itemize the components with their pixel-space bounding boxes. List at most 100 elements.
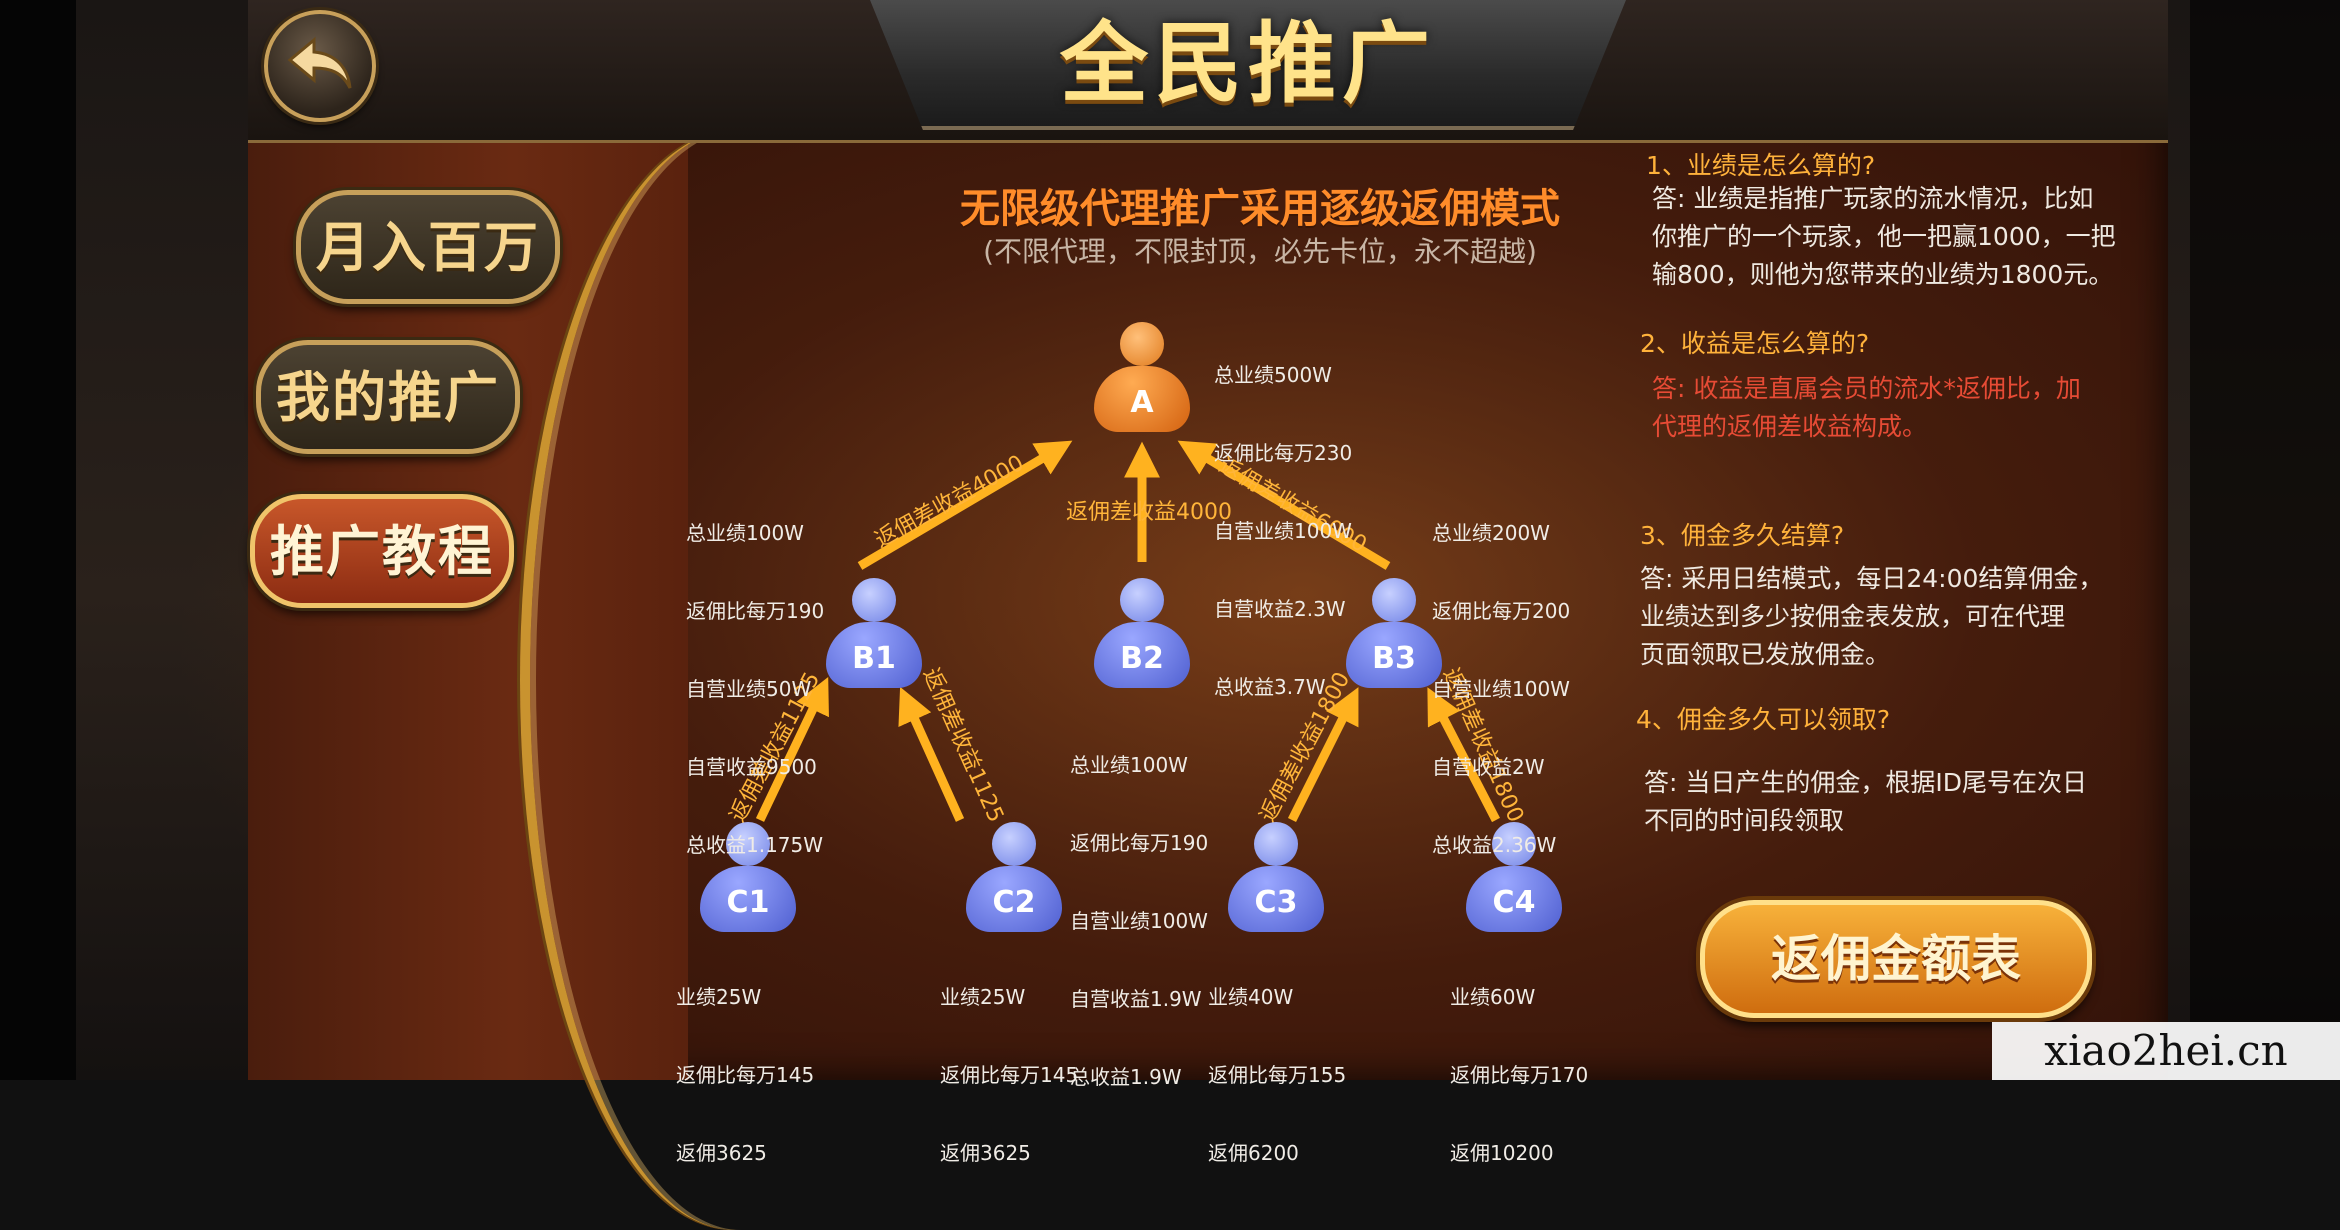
stat-line: 返佣比每万190 — [1070, 831, 1209, 855]
arrow-label-b2-a: 返佣差收益4000 — [1066, 500, 1232, 525]
gold-arc-divider — [520, 130, 950, 1230]
node-a: A — [1094, 322, 1190, 432]
user-head-icon — [852, 578, 896, 622]
node-c3: C3 — [1228, 822, 1324, 932]
stat-line: 返佣6200 — [1208, 1141, 1299, 1165]
arrow-c4-b3 — [1427, 687, 1500, 823]
node-c2-stats: 业绩25W 返佣比每万145 返佣3625 — [940, 932, 1078, 1192]
node-c3-label: C3 — [1228, 866, 1324, 932]
stat-line: 自营业绩100W — [1070, 909, 1208, 933]
node-b1-stats: 总业绩100W 返佣比每万190 自营业绩50W 自营收益9500 总收益1.1… — [686, 468, 824, 884]
user-head-icon — [992, 822, 1036, 866]
node-c4: C4 — [1466, 822, 1562, 932]
faq-answer-4: 答: 当日产生的佣金，根据ID尾号在次日 不同的时间段领取 — [1644, 764, 2164, 840]
faq-answer-line: 答: 当日产生的佣金，根据ID尾号在次日 — [1644, 768, 2087, 797]
stat-line: 自营收益2W — [1432, 755, 1545, 779]
stat-line: 总收益3.7W — [1214, 675, 1326, 699]
rebate-table-button[interactable]: 返佣金额表 — [1700, 900, 2092, 1018]
node-b3-label: B3 — [1346, 622, 1442, 688]
node-c1-label: C1 — [700, 866, 796, 932]
faq-answer-line: 页面领取已发放佣金。 — [1640, 640, 1891, 669]
node-b1-label: B1 — [826, 622, 922, 688]
user-head-icon — [1254, 822, 1298, 866]
stat-line: 返佣3625 — [676, 1141, 767, 1165]
arrows-layer — [755, 440, 1500, 823]
user-head-icon — [1120, 322, 1164, 366]
stat-line: 总业绩500W — [1214, 363, 1332, 387]
faq-answer-line: 输800，则他为您带来的业绩为1800元。 — [1652, 260, 2114, 289]
stat-line: 返佣比每万200 — [1432, 599, 1571, 623]
stat-line: 自营业绩100W — [1432, 677, 1570, 701]
stat-line: 返佣3625 — [940, 1141, 1031, 1165]
left-black-strip — [0, 0, 76, 1080]
stat-line: 返佣比每万145 — [940, 1063, 1079, 1087]
faq-question-3: 3、佣金多久结算? — [1640, 521, 1845, 550]
right-dark-strip — [2190, 0, 2340, 1080]
arrow-lines — [755, 440, 1500, 823]
back-button[interactable] — [264, 10, 376, 122]
arrow-c1-b1 — [755, 677, 829, 822]
faq-question-4: 4、佣金多久可以领取? — [1636, 705, 1891, 734]
arrow-c2-b1 — [898, 686, 965, 822]
page-title: 全民推广 — [1059, 11, 1436, 115]
stat-line: 自营收益2.3W — [1214, 597, 1346, 621]
stat-line: 总收益1.9W — [1070, 1065, 1182, 1089]
node-a-label: A — [1094, 366, 1190, 432]
faq-answer-line: 答: 收益是直属会员的流水*返佣比，加 — [1652, 374, 2081, 403]
faq-answer-line: 答: 业绩是指推广玩家的流水情况，比如 — [1652, 184, 2094, 213]
node-b2: B2 — [1094, 578, 1190, 688]
menu-promotion-tutorial[interactable]: 推广教程 — [250, 494, 514, 608]
faq-answer-2: 答: 收益是直属会员的流水*返佣比，加 代理的返佣差收益构成。 — [1652, 370, 2172, 446]
user-head-icon — [1120, 578, 1164, 622]
stat-line: 业绩25W — [676, 985, 762, 1009]
node-c2-label: C2 — [966, 866, 1062, 932]
stat-line: 业绩60W — [1450, 985, 1536, 1009]
faq-question-1: 1、业绩是怎么算的? — [1646, 151, 1876, 180]
faq-answer-line: 不同的时间段领取 — [1644, 806, 1845, 835]
stat-line: 总收益2.36W — [1432, 833, 1557, 857]
faq-answer-3: 答: 采用日结模式，每日24:00结算佣金， 业绩达到多少按佣金表发放，可在代理… — [1640, 560, 2160, 674]
user-head-icon — [1492, 822, 1536, 866]
node-c2: C2 — [966, 822, 1062, 932]
stat-line: 返佣比每万170 — [1450, 1063, 1589, 1087]
tutorial-subheadline: (不限代理，不限封顶，必先卡位，永不超越) — [983, 235, 1537, 268]
node-c1: C1 — [700, 822, 796, 932]
stat-line: 自营收益1.9W — [1070, 987, 1202, 1011]
stat-line: 业绩25W — [940, 985, 1026, 1009]
faq-answer-1: 答: 业绩是指推广玩家的流水情况，比如 你推广的一个玩家，他一把赢1000，一把… — [1652, 180, 2172, 294]
stat-line: 返佣比每万190 — [686, 599, 825, 623]
faq-answer-line: 代理的返佣差收益构成。 — [1652, 412, 1928, 441]
node-b2-label: B2 — [1094, 622, 1190, 688]
node-b3: B3 — [1346, 578, 1442, 688]
menu-my-promotion[interactable]: 我的推广 — [256, 340, 520, 454]
faq-question-2: 2、收益是怎么算的? — [1640, 329, 1870, 358]
user-head-icon — [726, 822, 770, 866]
stat-line: 返佣10200 — [1450, 1141, 1554, 1165]
stat-line: 总收益1.175W — [686, 833, 824, 857]
node-b2-stats: 总业绩100W 返佣比每万190 自营业绩100W 自营收益1.9W 总收益1.… — [1070, 700, 1208, 1116]
user-head-icon — [1372, 578, 1416, 622]
node-b3-stats: 总业绩200W 返佣比每万200 自营业绩100W 自营收益2W 总收益2.36… — [1432, 468, 1570, 884]
stat-line: 总业绩200W — [1432, 521, 1550, 545]
node-c1-stats: 业绩25W 返佣比每万145 返佣3625 — [676, 932, 814, 1192]
menu-monthly-million[interactable]: 月入百万 — [296, 190, 560, 304]
node-c3-stats: 业绩40W 返佣比每万155 返佣6200 — [1208, 932, 1346, 1192]
node-c4-label: C4 — [1466, 866, 1562, 932]
node-a-stats: 总业绩500W 返佣比每万230 自营业绩100W 自营收益2.3W 总收益3.… — [1214, 310, 1352, 726]
stat-line: 业绩40W — [1208, 985, 1294, 1009]
node-b1: B1 — [826, 578, 922, 688]
arrow-c3-b3 — [1287, 687, 1359, 823]
stat-line: 总业绩100W — [686, 521, 804, 545]
stat-line: 自营业绩100W — [1214, 519, 1352, 543]
stat-line: 返佣比每万155 — [1208, 1063, 1347, 1087]
arrow-b1-a — [857, 440, 1073, 570]
arrow-b3-a — [1177, 440, 1391, 570]
title-plate — [870, 0, 1626, 130]
stat-line: 自营收益9500 — [686, 755, 817, 779]
stat-line: 返佣比每万230 — [1214, 441, 1353, 465]
stat-line: 总业绩100W — [1070, 753, 1188, 777]
node-c4-stats: 业绩60W 返佣比每万170 返佣10200 — [1450, 932, 1588, 1192]
faq-answer-line: 业绩达到多少按佣金表发放，可在代理 — [1640, 602, 2066, 631]
tutorial-headline: 无限级代理推广采用逐级返佣模式 — [960, 186, 1560, 232]
faq-answer-line: 你推广的一个玩家，他一把赢1000，一把 — [1652, 222, 2116, 251]
